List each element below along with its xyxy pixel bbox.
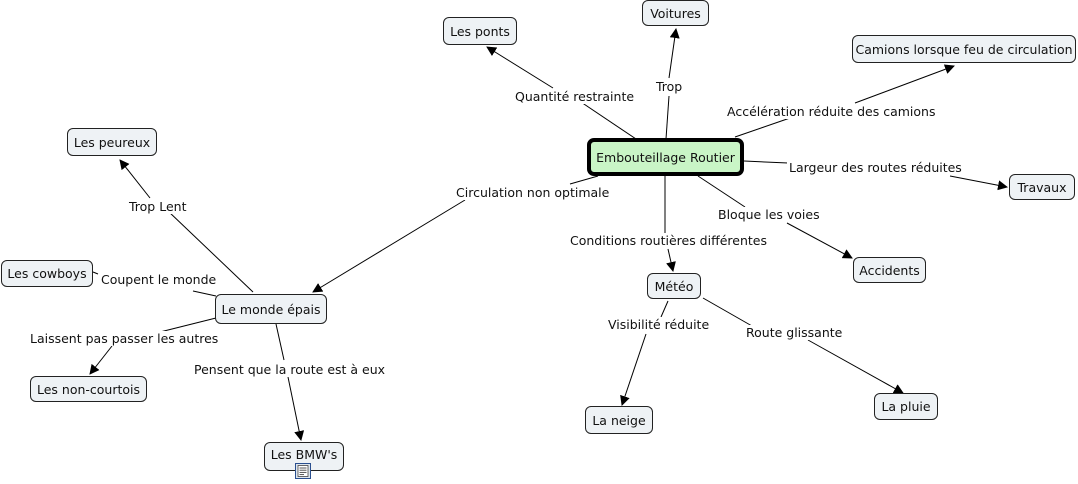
link-label-acceleration: Accélération réduite des camions (725, 104, 938, 119)
node-les-peureux[interactable]: Les peureux (67, 128, 157, 156)
edge-largeur-to-travaux (949, 175, 1008, 191)
edge-laissent-to-noncourtois (89, 345, 113, 375)
edge-root-to-circulation (569, 175, 599, 185)
edge-meteo-to-glissante (702, 297, 753, 327)
node-travaux[interactable]: Travaux (1009, 174, 1075, 200)
edge-coupent-to-cowboys (92, 271, 99, 275)
node-meteo[interactable]: Météo (647, 273, 701, 299)
link-label-bloque: Bloque les voies (716, 207, 822, 222)
edge-bloque-to-accidents (786, 222, 853, 259)
link-label-largeur: Largeur des routes réduites (787, 160, 964, 175)
edge-trop-to-voitures (668, 28, 680, 79)
node-les-non-courtois[interactable]: Les non-courtois (30, 376, 147, 402)
edge-monde-to-coupent (192, 290, 217, 297)
edge-root-to-bloque (697, 175, 746, 208)
node-la-pluie[interactable]: La pluie (874, 393, 938, 420)
link-label-trop: Trop (654, 79, 685, 94)
node-les-ponts[interactable]: Les ponts (443, 17, 517, 45)
edge-conditions-to-meteo (666, 248, 676, 272)
node-embouteillage-routier[interactable]: Embouteillage Routier (587, 138, 744, 176)
edge-root-to-acceleration (734, 117, 791, 138)
edge-monde-to-laissent (159, 317, 217, 333)
edge-circulation-to-monde (312, 199, 466, 293)
link-label-coupent: Coupent le monde (99, 272, 219, 287)
link-label-conditions: Conditions routières différentes (568, 233, 769, 248)
edge-acceleration-to-camions (854, 64, 955, 104)
edge-glissante-to-pluie (807, 339, 904, 394)
link-label-pensent: Pensent que la route est à eux (192, 362, 388, 377)
edge-troplent-to-peureux (119, 159, 151, 199)
link-label-glissante: Route glissante (744, 325, 845, 340)
edge-meteo-to-visibilite (660, 300, 669, 318)
edge-quantite-to-ponts (486, 46, 554, 89)
edge-root-to-trop (665, 95, 670, 140)
link-label-laissent: Laissent pas passer les autres (28, 331, 221, 346)
link-label-visibilite: Visibilité réduite (606, 317, 712, 332)
node-les-cowboys[interactable]: Les cowboys (1, 260, 93, 287)
node-camions[interactable]: Camions lorsque feu de circulation (852, 35, 1076, 63)
edge-visibilite-to-neige (620, 333, 647, 406)
edge-pensent-to-bmw (287, 376, 305, 441)
edge-root-to-largeur (743, 160, 789, 164)
node-la-neige[interactable]: La neige (585, 406, 653, 434)
node-les-bmws[interactable]: Les BMW's (264, 442, 344, 471)
link-label-troplent: Trop Lent (127, 199, 189, 214)
edge-monde-to-troplent (167, 210, 254, 293)
node-accidents[interactable]: Accidents (853, 257, 926, 283)
document-icon[interactable] (295, 463, 311, 479)
node-le-monde-epais[interactable]: Le monde épais (215, 294, 327, 324)
link-label-quantite: Quantité restrainte (513, 89, 637, 104)
edge-monde-to-pensent (275, 323, 285, 361)
link-label-circulation: Circulation non optimale (454, 185, 612, 200)
node-voitures[interactable]: Voitures (642, 0, 709, 26)
